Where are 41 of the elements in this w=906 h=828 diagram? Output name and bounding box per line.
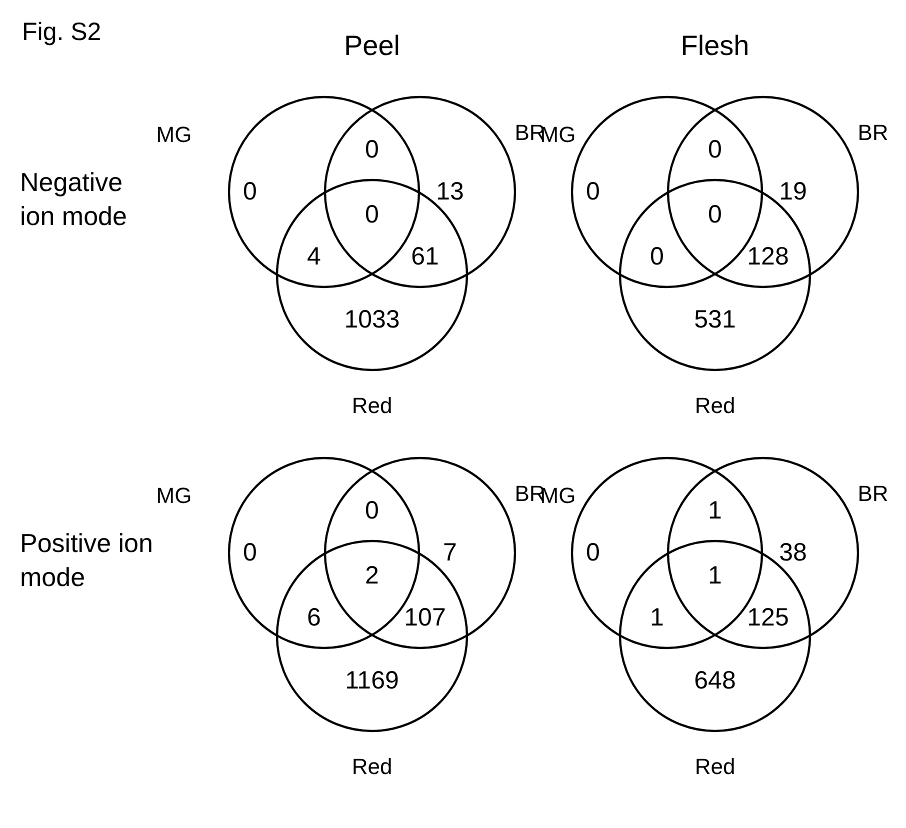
region-count: 0 <box>708 136 722 164</box>
region-count: 1 <box>650 604 664 632</box>
row-heading: Positive ion mode <box>20 527 154 594</box>
region-count: 0 <box>365 496 379 526</box>
region-count: 1033 <box>344 306 400 334</box>
region-count: 0 <box>243 538 257 568</box>
set-label: BR <box>858 120 888 146</box>
region-count: 4 <box>307 242 321 272</box>
region-count: 0 <box>365 136 379 164</box>
region-count: 0 <box>708 200 722 230</box>
region-count: 125 <box>747 604 789 632</box>
set-label: MG <box>156 122 192 148</box>
region-count: 0 <box>243 178 257 206</box>
column-heading: Peel <box>344 30 400 62</box>
figure-title: Fig. S2 <box>22 18 102 47</box>
row-heading: Negative ion mode <box>20 166 128 233</box>
region-count: 0 <box>365 200 379 230</box>
region-count: 61 <box>411 242 439 272</box>
region-count: 19 <box>779 178 807 206</box>
region-count: 1 <box>708 496 722 526</box>
set-label: Red <box>694 393 736 419</box>
region-count: 1169 <box>345 666 399 696</box>
region-count: 0 <box>650 242 664 272</box>
region-count: 531 <box>694 306 736 334</box>
region-count: 0 <box>586 178 600 206</box>
region-count: 128 <box>747 242 789 272</box>
column-heading: Flesh <box>680 30 750 62</box>
region-count: 7 <box>443 538 457 568</box>
region-count: 107 <box>404 604 446 632</box>
set-label: BR <box>858 481 888 507</box>
set-label: Red <box>694 754 736 780</box>
set-label: Red <box>352 393 392 419</box>
region-count: 2 <box>365 562 379 590</box>
region-count: 0 <box>586 538 600 568</box>
region-count: 6 <box>307 604 321 632</box>
set-label: Red <box>352 754 392 780</box>
region-count: 648 <box>694 666 736 696</box>
set-label: MG <box>156 483 192 509</box>
region-count: 13 <box>436 178 464 206</box>
region-count: 38 <box>779 538 807 568</box>
region-count: 1 <box>708 562 722 590</box>
